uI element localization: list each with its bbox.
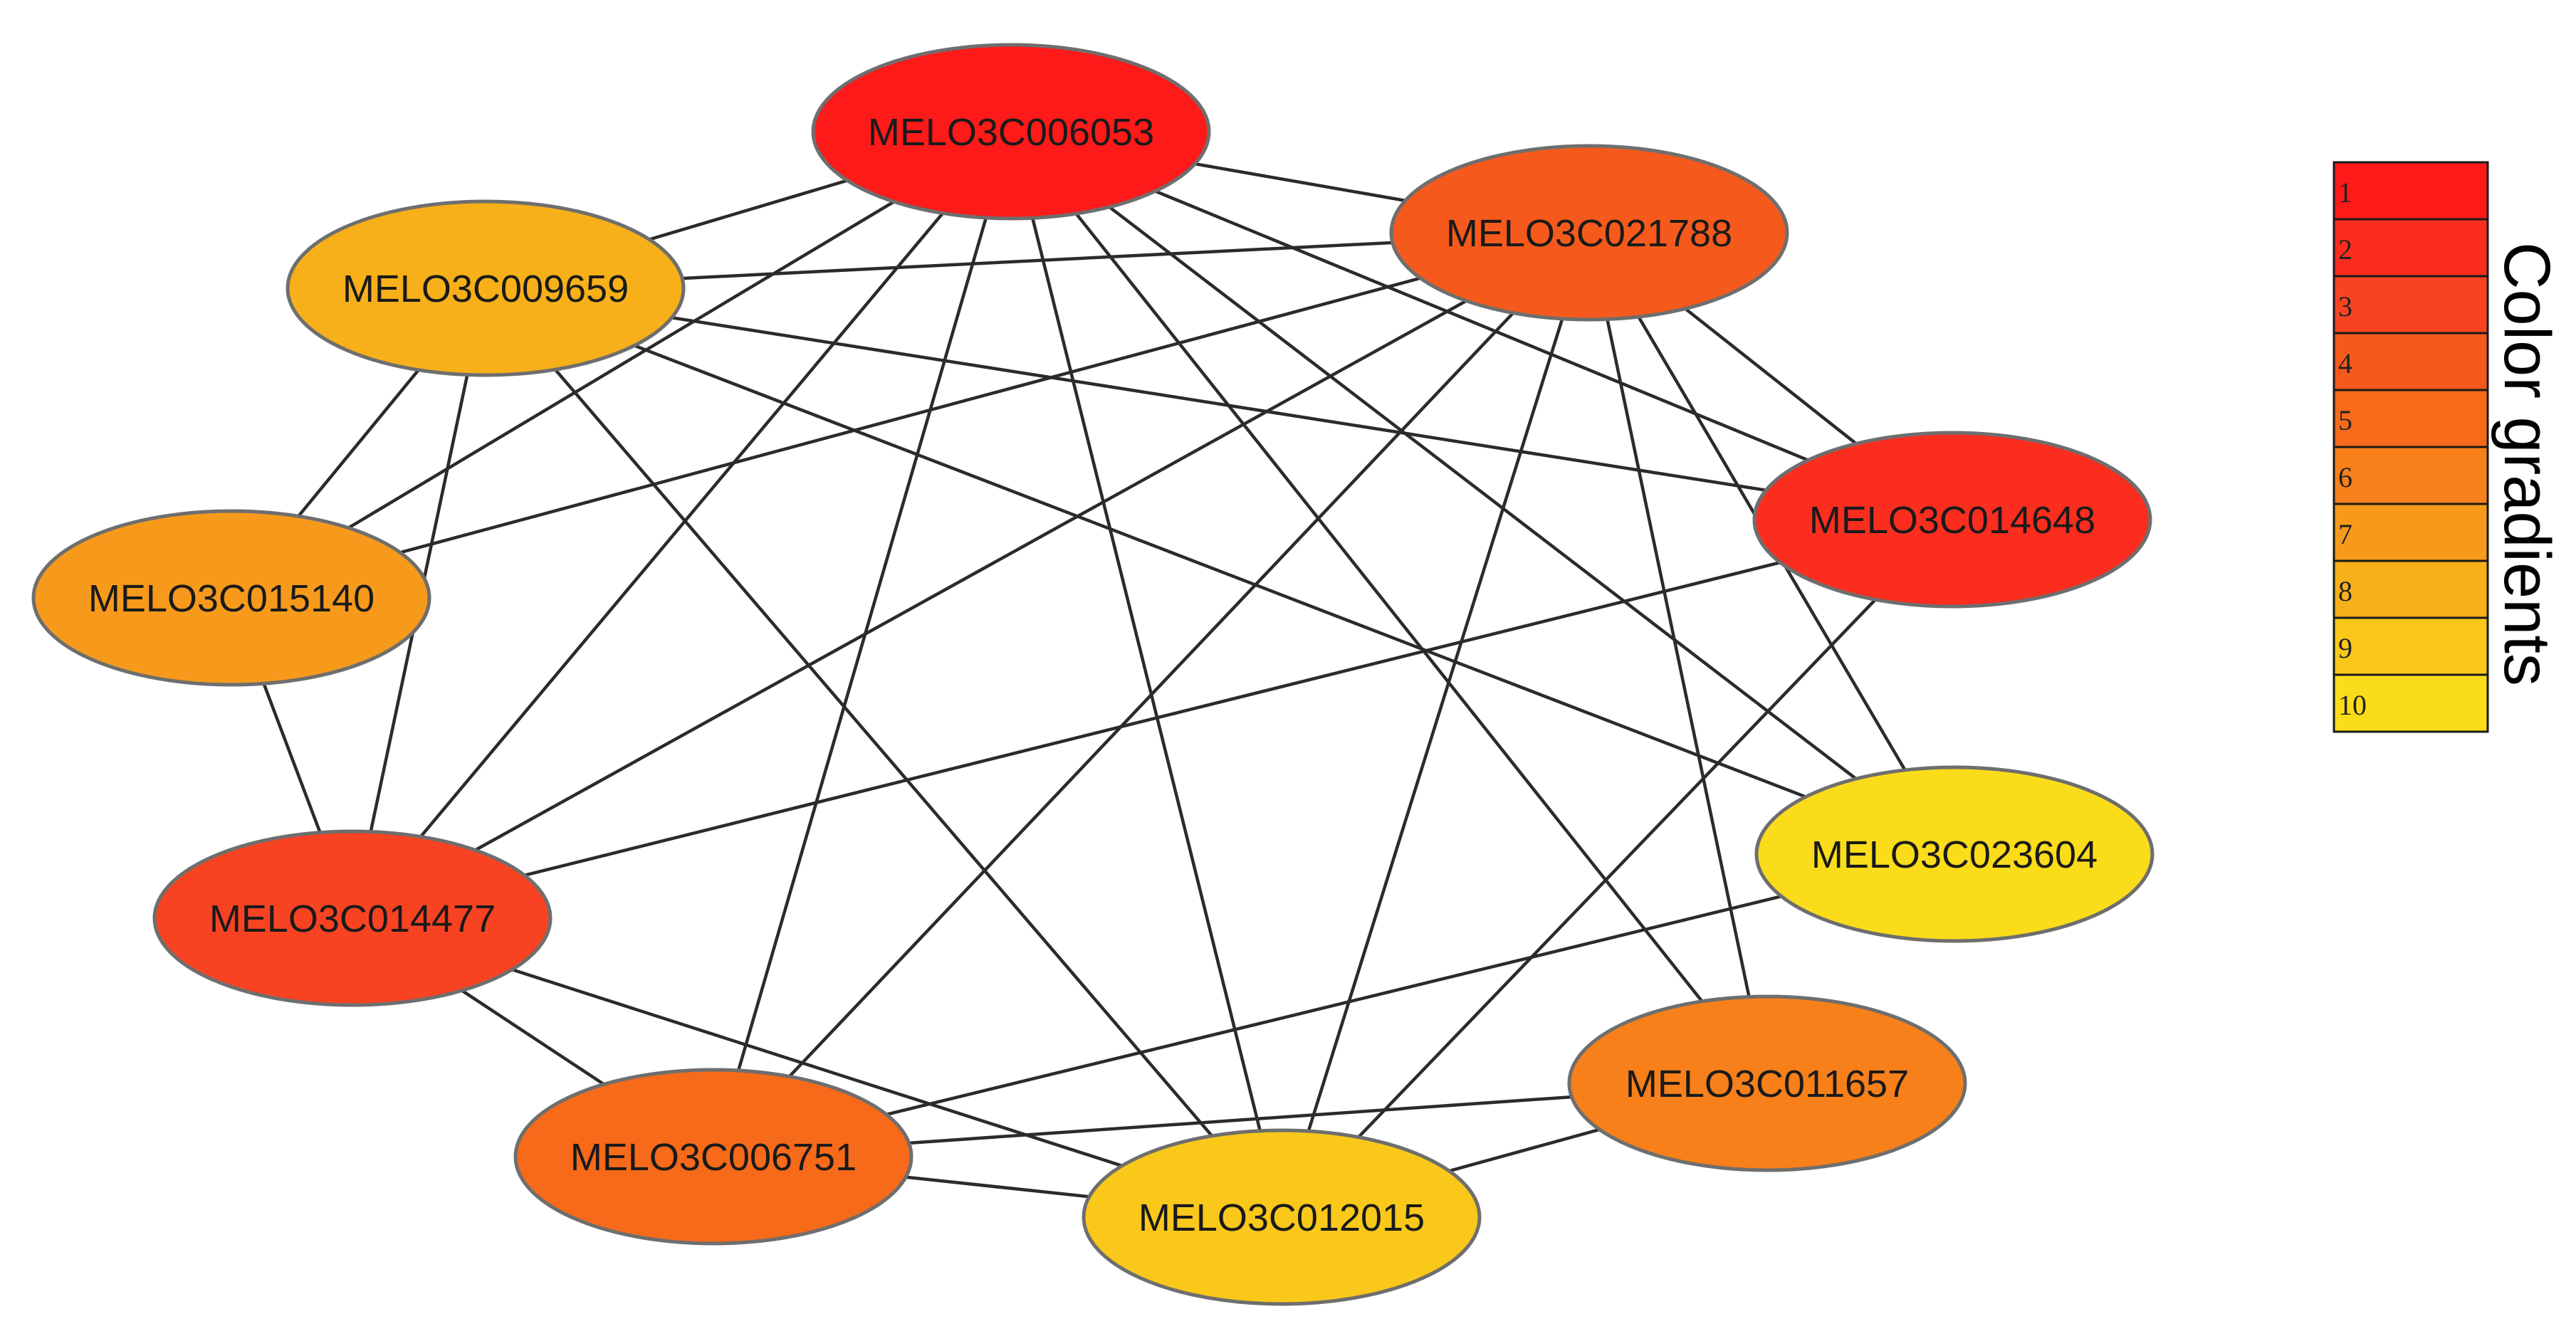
node-ellipse: [513, 1068, 913, 1246]
legend-swatch: [2332, 503, 2489, 562]
edge-MELO3C021788-MELO3C006751: [712, 231, 1591, 1158]
edge-MELO3C021788-MELO3C014477: [351, 231, 1591, 920]
node-label: MELO3C014648: [1809, 499, 2095, 542]
node-MELO3C011657: MELO3C011657: [1567, 994, 1967, 1172]
edge-MELO3C006053-MELO3C014477: [351, 130, 1012, 920]
edge-MELO3C023604-MELO3C006751: [713, 852, 1955, 1159]
node-label: MELO3C021788: [1446, 212, 1732, 255]
node-MELO3C015140: MELO3C015140: [31, 509, 431, 687]
node-ellipse: [286, 199, 686, 377]
node-ellipse: [1389, 144, 1789, 322]
node-ellipse: [1567, 994, 1967, 1172]
edge-MELO3C006053-MELO3C006751: [711, 131, 1013, 1157]
legend-number: 5: [2338, 404, 2352, 436]
legend-number: 6: [2338, 461, 2352, 493]
legend-item-10: 10: [2332, 673, 2489, 733]
node-ellipse: [152, 829, 553, 1007]
legend-number: 4: [2338, 347, 2352, 379]
legend-number: 10: [2338, 689, 2367, 721]
legend-swatch: [2332, 161, 2489, 221]
edge-MELO3C021788-MELO3C015140: [231, 231, 1590, 600]
node-label: MELO3C014477: [209, 898, 496, 940]
edge-MELO3C006053-MELO3C023604: [1010, 130, 1956, 856]
node-MELO3C014648: MELO3C014648: [1752, 431, 2152, 609]
edge-MELO3C006053-MELO3C014648: [1010, 130, 1953, 522]
node-ellipse: [1754, 765, 2154, 943]
edge-MELO3C006053-MELO3C015140: [230, 130, 1012, 599]
edge-MELO3C021788-MELO3C012015: [1279, 232, 1591, 1218]
node-MELO3C023604: MELO3C023604: [1754, 765, 2154, 943]
node-ellipse: [1752, 431, 2152, 609]
node-label: MELO3C023604: [1811, 833, 2098, 876]
legend-swatch: [2332, 218, 2489, 278]
node-label: MELO3C015140: [88, 577, 375, 620]
edge-MELO3C009659-MELO3C023604: [485, 286, 1955, 856]
legend-item-1: 1: [2332, 161, 2489, 221]
legend-number: 3: [2338, 290, 2352, 322]
edge-MELO3C006053-MELO3C011657: [1010, 130, 1769, 1085]
legend-swatch: [2332, 673, 2489, 733]
legend-item-9: 9: [2332, 616, 2489, 676]
legend-swatch: [2332, 446, 2489, 505]
legend-number: 8: [2338, 575, 2352, 607]
legend-item-7: 7: [2332, 503, 2489, 562]
legend-title: Color gradients: [2491, 242, 2563, 686]
node-label: MELO3C009659: [342, 268, 629, 310]
edge-MELO3C021788-MELO3C011657: [1587, 232, 1769, 1084]
legend-item-3: 3: [2332, 275, 2489, 335]
node-MELO3C012015: MELO3C012015: [1082, 1128, 1482, 1306]
node-MELO3C006751: MELO3C006751: [513, 1068, 913, 1246]
node-MELO3C014477: MELO3C014477: [152, 829, 553, 1007]
legend-swatch: [2332, 616, 2489, 676]
legend-item-2: 2: [2332, 218, 2489, 278]
edge-MELO3C009659-MELO3C014648: [485, 286, 1953, 522]
nodes-layer: MELO3C006053MELO3C021788MELO3C009659MELO…: [31, 43, 2154, 1306]
legend-swatch: [2332, 275, 2489, 335]
legend-item-5: 5: [2332, 389, 2489, 448]
node-ellipse: [1082, 1128, 1482, 1306]
edge-MELO3C014648-MELO3C012015: [1280, 518, 1954, 1219]
legend-number: 7: [2338, 518, 2352, 550]
legend-item-8: 8: [2332, 559, 2489, 619]
legend-number: 2: [2338, 233, 2352, 265]
legend-swatch: [2332, 559, 2489, 619]
legend-swatch: [2332, 332, 2489, 391]
node-MELO3C009659: MELO3C009659: [286, 199, 686, 377]
legend-number: 9: [2338, 632, 2352, 664]
node-label: MELO3C006751: [570, 1136, 857, 1179]
edge-MELO3C006053-MELO3C012015: [1009, 131, 1284, 1218]
legend-swatch: [2332, 389, 2489, 448]
node-MELO3C021788: MELO3C021788: [1389, 144, 1789, 322]
legend-item-6: 6: [2332, 446, 2489, 505]
edge-MELO3C009659-MELO3C012015: [484, 287, 1283, 1219]
node-label: MELO3C011657: [1625, 1063, 1909, 1105]
node-ellipse: [811, 43, 1211, 221]
node-label: MELO3C012015: [1138, 1197, 1425, 1239]
node-label: MELO3C006053: [868, 111, 1154, 154]
node-ellipse: [31, 509, 431, 687]
legend-number: 1: [2338, 177, 2352, 209]
edge-MELO3C014648-MELO3C014477: [352, 517, 1953, 920]
node-MELO3C006053: MELO3C006053: [811, 43, 1211, 221]
color-gradient-legend: 1 2 3 4 5 6 7 8 9 10 Color gradients: [2332, 161, 2563, 733]
legend-item-4: 4: [2332, 332, 2489, 391]
